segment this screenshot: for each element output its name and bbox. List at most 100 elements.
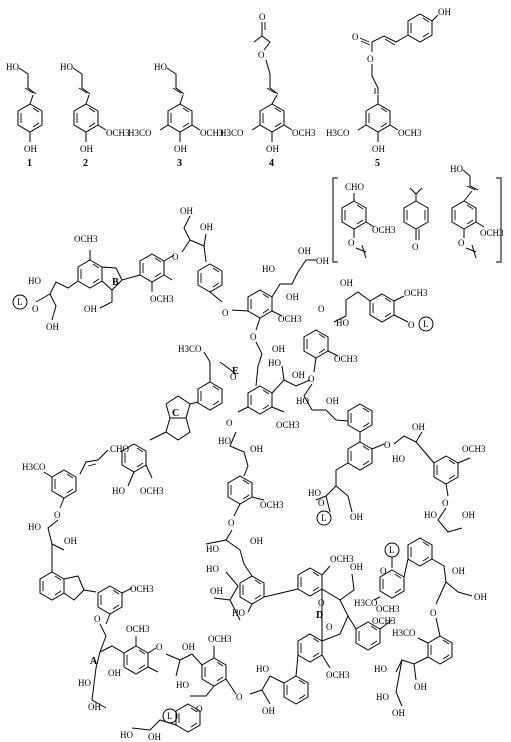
monomer-3-number: 3 — [177, 158, 182, 169]
monomer-4-carbonyl: O — [259, 12, 266, 22]
polymer-oh-r7: OH — [452, 566, 465, 576]
polymer-oh-r8: OH — [474, 592, 487, 602]
polymer-ho-f: HO — [206, 544, 219, 554]
polymer-o-r1: O — [408, 320, 415, 330]
monomer-3: HO H3CO OCH3 OH 3 — [128, 62, 224, 169]
monomer-2-sub: OCH3 — [106, 128, 130, 138]
monomer-5-number: 5 — [375, 158, 380, 169]
polymer-oh-r3: OH — [326, 396, 339, 406]
polymer-och3-a: OCH3 — [126, 624, 150, 634]
polymer-och3-h1: OCH3 — [208, 634, 232, 644]
polymer-oh-e3: OH — [292, 370, 305, 380]
polymer-oh-c2: OH — [298, 246, 311, 256]
polymer-oh-r6: OH — [350, 512, 363, 522]
polymer-oh-r9: OH — [414, 682, 427, 692]
monomer-4-number: 4 — [269, 158, 274, 169]
ring-label-a: A — [90, 656, 98, 667]
polymer-ho-e3: HO — [268, 358, 281, 368]
monomer-1-bottom: OH — [24, 144, 37, 154]
polymer-och3-c6: OCH3 — [140, 486, 164, 496]
ring-label-d: D — [316, 610, 323, 621]
polymer-ho-h1: HO — [176, 680, 189, 690]
ring-label-c: C — [172, 408, 179, 419]
polymer-oh-e2: OH — [250, 444, 263, 454]
monomer-4-sub-left: H3CO — [220, 128, 244, 138]
polymer-o-e: O — [226, 418, 233, 428]
polymer-o-c4: O — [250, 332, 257, 342]
polymer-ho-l5: HO — [120, 730, 133, 740]
ring-label-e: E — [232, 366, 239, 377]
polymer-och3-b2: OCH3 — [150, 294, 174, 304]
polymer-o-h1: O — [156, 642, 163, 652]
ring-label-b: B — [112, 277, 119, 288]
polymer-o-f: O — [228, 518, 235, 528]
polymer-och3-d2: OCH3 — [326, 670, 350, 680]
end-groups-bracket: CHO OCH3 O O HO OCH3 O — [332, 164, 504, 263]
polymer-oh-b3: OH — [180, 206, 193, 216]
polymer-och3-r1: OCH3 — [404, 288, 428, 298]
monomer-5-sub-left: H3CO — [326, 128, 350, 138]
l-marker-1: L — [17, 297, 23, 307]
polymer-oh-h1: OH — [182, 642, 195, 652]
polymer-o-g3: O — [236, 692, 243, 702]
polymer-o-r8: O — [430, 608, 437, 618]
l-marker-2: L — [423, 319, 429, 329]
end-group-ho: HO — [450, 164, 463, 174]
polymer-oh-l5: OH — [148, 732, 161, 742]
end-group-och3-2: OCH3 — [480, 228, 504, 238]
polymer-o-link1: O — [222, 308, 229, 318]
end-group-o-2: O — [458, 238, 465, 248]
polymer-oh-a2: OH — [108, 668, 121, 678]
polymer-ho-g3: HO — [256, 664, 269, 674]
polymer-oh-bl: OH — [88, 702, 101, 712]
polymer-oh-c1: OH — [286, 292, 299, 302]
monomer-3-bottom: OH — [174, 144, 187, 154]
polymer-oh-c4: OH — [272, 344, 285, 354]
monomer-2: HO OH OCH3 2 — [60, 62, 130, 169]
polymer-ho-left1: HO — [28, 522, 41, 532]
polymer-o-r4: O — [384, 440, 391, 450]
polymer-o-b3: O — [172, 252, 179, 262]
polymer-ho-r5: HO — [424, 510, 437, 520]
polymer-oh-r5: OH — [462, 510, 475, 520]
polymer-ho-a: HO — [78, 678, 91, 688]
monomer-4-bottom: OH — [266, 144, 279, 154]
polymer-ho-r1: HO — [336, 318, 349, 328]
l-marker-3: L — [321, 513, 327, 523]
polymer-o-d2: O — [326, 622, 333, 632]
polymer-h3co-r7: H3CO — [354, 598, 378, 608]
polymer-o-r2: O — [318, 304, 325, 314]
polymer-o-l1: O — [32, 304, 39, 314]
monomer-1-number: 1 — [27, 158, 32, 169]
monomer-2-top: HO — [60, 62, 73, 72]
monomer-4: O O H3CO OCH3 OH 4 — [220, 12, 316, 169]
lignin-polymer: OCH3 B OH HO OH O L OCH3 O OH OH O OCH3 — [12, 206, 487, 742]
polymer-ho-r4: HO — [392, 454, 405, 464]
polymer-o-l5: O — [196, 704, 203, 714]
polymer-och3-f: OCH3 — [260, 500, 284, 510]
polymer-o-a: O — [94, 614, 101, 624]
polymer-ho-r10: HO — [376, 692, 389, 702]
monomer-1-top: HO — [6, 62, 19, 72]
monomer-2-number: 2 — [83, 158, 88, 169]
monomer-5-bottom: OH — [372, 144, 385, 154]
polymer-och3-r7: OCH3 — [372, 616, 396, 626]
polymer-och3-r2: OCH3 — [334, 354, 358, 364]
polymer-o-c5: O — [230, 372, 237, 382]
end-group-o-1: O — [348, 238, 355, 248]
polymer-ho-r3: HO — [296, 396, 309, 406]
polymer-oh-g1: OH — [210, 586, 223, 596]
monomer-5: OH O O H3CO OCH3 OH 5 — [326, 7, 451, 169]
polymer-oh-left1: OH — [64, 536, 77, 546]
end-group-cho: CHO — [345, 182, 365, 192]
polymer-o-r6: O — [318, 498, 325, 508]
monomer-3-top: HO — [154, 62, 167, 72]
polymer-oh-r1: OH — [340, 278, 353, 288]
polymer-ho-g1: HO — [232, 608, 245, 618]
polymer-h3co-left: H3CO — [22, 462, 46, 472]
polymer-och3-d1: OCH3 — [330, 554, 354, 564]
l-marker-5: L — [167, 711, 173, 721]
polymer-h3co-r9: H3CO — [392, 628, 416, 638]
polymer-oh-r4: OH — [412, 422, 425, 432]
